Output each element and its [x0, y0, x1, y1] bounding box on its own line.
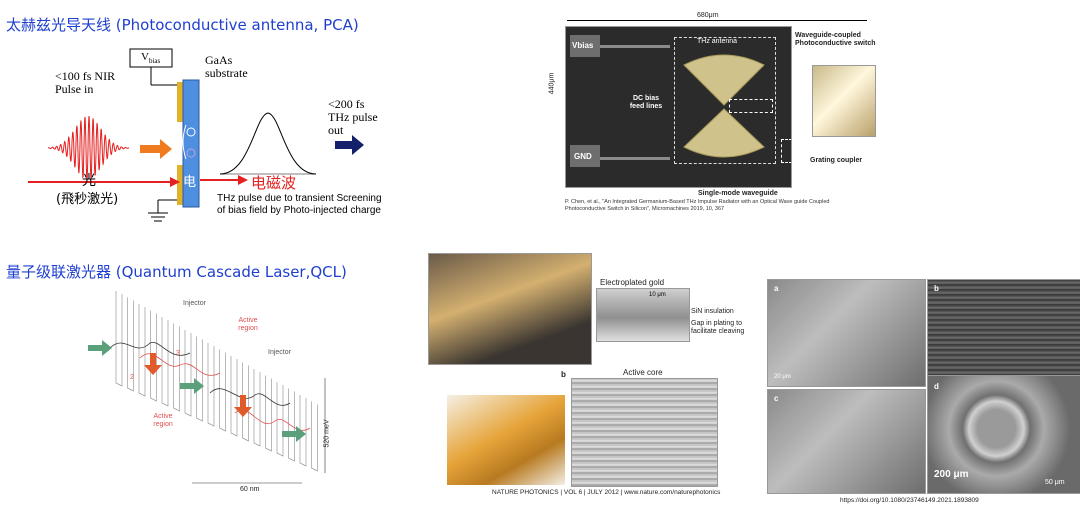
chip-citation: P. Chen, et al., "An Integrated Germaniu… [565, 199, 830, 212]
sem-scale-d1: 200 μm [934, 469, 969, 480]
electroplated-label: Electroplated gold [600, 278, 665, 287]
qcl-injector-1: Injector [183, 300, 206, 307]
sem-label-d: d [934, 382, 939, 391]
thz-out-label: <200 fs THz pulse out [328, 97, 378, 137]
switch-zoom [812, 65, 876, 137]
nir-pulse-waveform [47, 116, 129, 182]
thz-antenna-label: THz antenna [697, 38, 738, 45]
qcl-level-2: 2 [130, 374, 134, 381]
thz-pulse-waveform [219, 112, 317, 175]
bottom-electrode [177, 165, 183, 205]
qcl-title: 量子级联激光器 (Quantum Cascade Laser,QCL) [6, 263, 347, 281]
waveguide-switch-label: Waveguide-coupled Photoconductive switch [795, 32, 876, 47]
qcl-level-3: 3 [176, 350, 180, 357]
sem-panel-a: a 20 μm [767, 279, 926, 387]
pca-diagram [28, 48, 364, 222]
active-core-image [571, 378, 718, 487]
sem-panel-b: b [927, 279, 1080, 387]
sem-doi: https://doi.org/10.1080/23746149.2021.18… [840, 497, 979, 504]
qcl-device-photo [428, 253, 592, 365]
nir-label: <100 fs NIR Pulse in [55, 69, 116, 96]
chip-height-label: 440μm [548, 72, 556, 95]
sem-panel-c: c [767, 389, 926, 494]
electric-label: 电 [183, 175, 197, 190]
qcl-energy-label: 520 meV [323, 419, 331, 448]
qcl-injector-2: Injector [268, 349, 291, 356]
thz-description: THz pulse due to transient Screening of … [217, 193, 382, 216]
cross-section-scale: 10 μm [649, 292, 666, 298]
light-label: 光 [82, 173, 96, 189]
top-electrode [177, 82, 183, 122]
pca-title: 太赫兹光导天线 (Photoconductive antenna, PCA) [6, 16, 359, 34]
sem-label-c: c [774, 394, 779, 403]
em-wave-label: 电磁波 [251, 174, 297, 192]
qcl-active-1: Active region [238, 317, 258, 332]
sem-label-b: b [934, 284, 939, 293]
qcl-active-2: Active region [153, 413, 173, 428]
sem-scale-a: 20 μm [774, 374, 791, 380]
grating-label: Grating coupler [810, 157, 863, 164]
dc-bias-label: DC bias feed lines [629, 95, 663, 110]
qcl-length-label: 60 nm [240, 486, 260, 493]
sem-panel-d: d 200 μm 50 μm [927, 375, 1080, 494]
qcl-band-diagram [88, 291, 326, 484]
panel-b-label: b [561, 370, 566, 379]
vbias-subscript: bias [148, 57, 161, 66]
waveguide-cross-section: 10 μm [596, 288, 690, 342]
sem-scale-d2: 50 μm [1045, 479, 1065, 486]
sem-label-a: a [774, 284, 779, 293]
chip-width-label: 680μm [695, 12, 721, 19]
chip-micrograph: Vbias GND THz antenna DC bias feed lines [565, 26, 792, 188]
single-mode-label: Single-mode waveguide [698, 190, 778, 197]
active-core-label: Active core [623, 368, 663, 377]
light-sub-label: (飛秒激光) [56, 192, 119, 207]
gnd-pad: GND [574, 152, 592, 161]
gap-label: Gap in plating to facilitate cleaving [691, 320, 745, 335]
vbias-pad: Vbias [572, 41, 594, 50]
bowtie-antenna [683, 54, 765, 158]
nature-citation: NATURE PHOTONICS | VOL 6 | JULY 2012 | w… [492, 489, 721, 496]
output-arrow [335, 135, 364, 155]
qcl-mount-photo [447, 395, 565, 485]
gaas-label: GaAs substrate [205, 53, 248, 80]
sin-label: SiN insulation [691, 308, 734, 315]
incident-arrow [140, 139, 172, 159]
vbias-label: V [141, 51, 149, 63]
